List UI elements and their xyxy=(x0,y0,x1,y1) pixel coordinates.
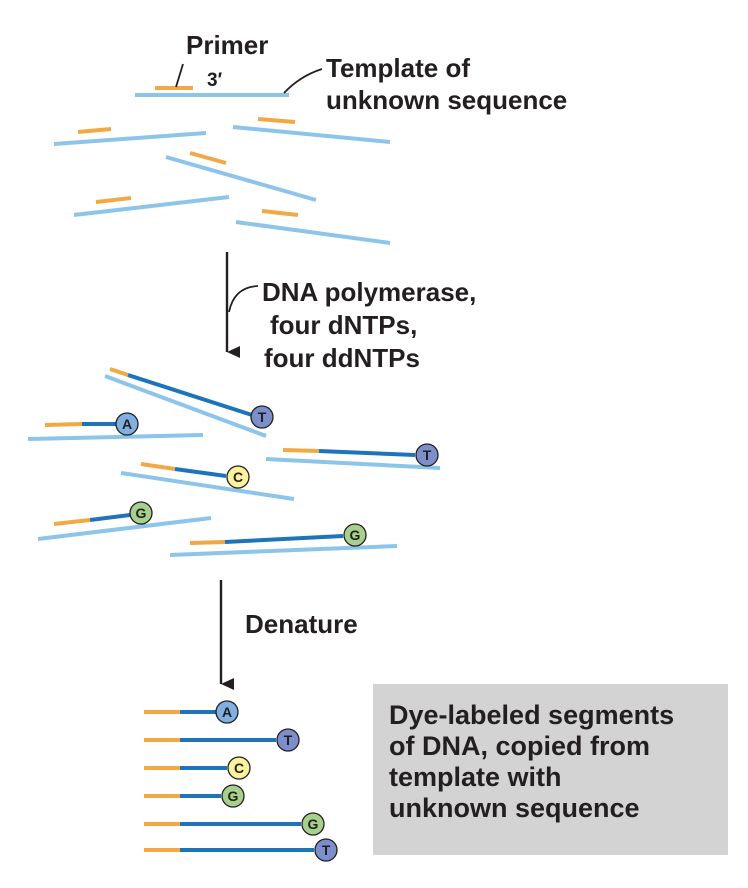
primer-strand xyxy=(261,209,299,217)
template-strand xyxy=(73,195,230,217)
dye-circle xyxy=(276,728,300,752)
step1-leader-line xyxy=(228,285,259,313)
dye-label: T xyxy=(415,443,439,467)
dye-circle xyxy=(301,812,325,836)
dye-letter: G xyxy=(350,527,361,543)
primer-strand xyxy=(189,540,226,545)
dye-labeled-segment: A xyxy=(144,700,239,724)
step1-label-line2: four dNTPs, xyxy=(270,310,417,340)
dye-letter: A xyxy=(122,416,132,432)
dye-circle xyxy=(250,405,274,429)
primer-strand xyxy=(140,462,176,471)
dye-label: A xyxy=(115,412,139,436)
copied-strand xyxy=(174,467,227,478)
dye-letter: T xyxy=(284,732,293,748)
dye-label: G xyxy=(129,501,153,525)
primer-label: Primer xyxy=(186,30,268,60)
dye-label: T xyxy=(250,405,274,429)
dye-letter: G xyxy=(136,505,147,521)
template-strand xyxy=(53,131,207,146)
dye-letter: C xyxy=(233,469,243,485)
copied-strand xyxy=(318,449,416,457)
copied-strand xyxy=(89,513,131,522)
step1-label-line3: four ddNTPs xyxy=(264,343,420,373)
dye-circle xyxy=(129,501,153,525)
template-strand xyxy=(169,544,398,557)
dye-circle xyxy=(227,756,251,780)
denatured-segments: A T C G G T xyxy=(144,700,338,862)
primer-strand xyxy=(189,151,227,165)
template-strand xyxy=(27,433,204,441)
dye-labeled-segment: G xyxy=(144,784,245,808)
template-leader-line xyxy=(283,68,323,94)
dye-labeled-segment: G xyxy=(144,812,325,836)
callout-text: Dye-labeled segments of DNA, copied from… xyxy=(389,700,675,823)
template-strand xyxy=(120,471,295,501)
dye-letter: T xyxy=(322,842,331,858)
template-label-line2: unknown sequence xyxy=(326,85,567,115)
dye-labeled-segment: C xyxy=(144,756,251,780)
template-strand xyxy=(232,125,391,144)
dye-letter: G xyxy=(308,816,319,832)
extended-strands: T A T C G xyxy=(27,367,441,557)
dye-circle xyxy=(415,443,439,467)
primer-strand xyxy=(257,117,296,124)
copied-strand xyxy=(224,534,344,544)
template-strand xyxy=(235,220,391,245)
primer-strand xyxy=(282,448,320,453)
template-strand xyxy=(165,155,317,202)
dye-circle xyxy=(226,465,250,489)
dye-label: G xyxy=(343,523,367,547)
dye-circle xyxy=(314,838,338,862)
step1-label-line1: DNA polymerase, xyxy=(262,277,476,307)
primer-strand xyxy=(53,518,91,526)
dye-circle xyxy=(215,700,239,724)
dye-circle xyxy=(221,784,245,808)
dye-letter: C xyxy=(234,760,244,776)
primer-strand xyxy=(95,196,132,204)
dye-labeled-segment: T xyxy=(144,838,338,862)
copied-strand xyxy=(127,373,253,417)
callout-box: Dye-labeled segments of DNA, copied from… xyxy=(373,684,728,855)
primer-strand xyxy=(44,422,83,427)
primer-strand xyxy=(109,367,129,377)
primer-leader-line xyxy=(175,63,184,88)
three-prime-label: 3′ xyxy=(207,70,223,91)
primer-strand xyxy=(77,127,112,134)
dye-letter: A xyxy=(222,704,232,720)
dye-labeled-segment: T xyxy=(144,728,300,752)
step2-label: Denature xyxy=(245,609,358,639)
template-strand xyxy=(37,516,212,541)
dye-circle xyxy=(343,523,367,547)
dye-label: C xyxy=(226,465,250,489)
dye-letter: T xyxy=(258,409,267,425)
dye-letter: T xyxy=(423,447,432,463)
template-label-line1: Template of xyxy=(326,53,470,83)
dye-letter: G xyxy=(228,788,239,804)
primed-templates xyxy=(53,86,391,245)
dye-circle xyxy=(115,412,139,436)
template-strand xyxy=(265,457,441,470)
template-strand xyxy=(104,374,267,438)
